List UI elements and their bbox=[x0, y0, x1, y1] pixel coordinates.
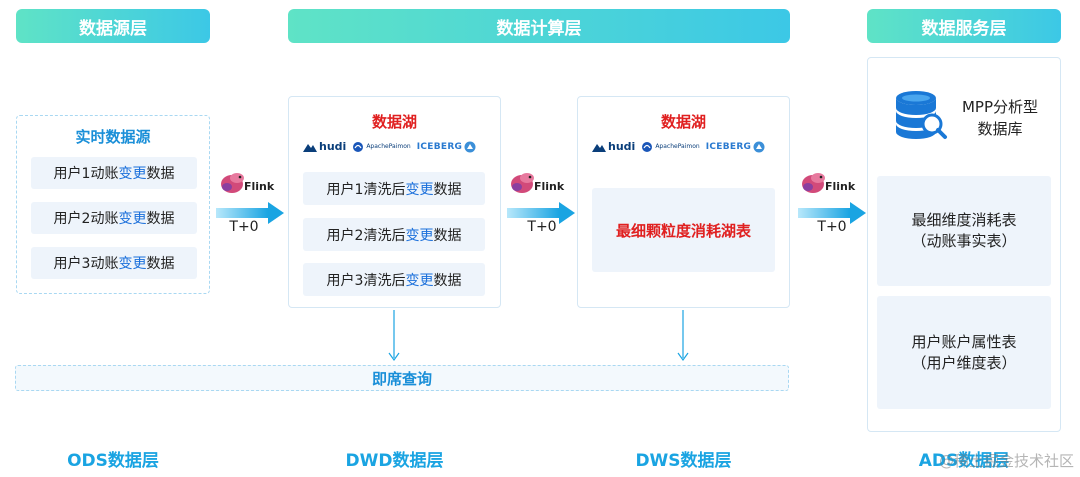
source-title: 实时数据源 bbox=[75, 128, 151, 146]
iceberg-label: ICEBERG bbox=[416, 141, 463, 152]
paimon-logo: ApachePaimon bbox=[352, 141, 411, 153]
dwd-logos: hudi ApachePaimon ICEBERG bbox=[303, 140, 476, 153]
header-source-layer: 数据源层 bbox=[16, 9, 210, 43]
flink-logo-2: Flink bbox=[508, 170, 564, 196]
ads-card1-line2: （动账事实表） bbox=[911, 232, 1017, 250]
database-search-icon bbox=[896, 91, 947, 139]
flink-label-2: Flink bbox=[534, 179, 565, 193]
arrow-label-2: T+0 bbox=[527, 219, 557, 235]
ads-card2-line2: （用户维度表） bbox=[911, 353, 1017, 372]
arrow-label-3: T+0 bbox=[817, 219, 847, 235]
ads-card1-line1: 最细维度消耗表 bbox=[911, 211, 1017, 229]
arrow-label-1: T+0 bbox=[229, 219, 259, 235]
paimon-icon bbox=[642, 141, 653, 152]
source-item-1-highlight: 变更 bbox=[118, 166, 147, 182]
layer-label-ads: ADS数据层 bbox=[918, 451, 1010, 471]
dws-table: 最细颗粒度消耗湖表 bbox=[592, 188, 775, 272]
flink-logo-3: Flink bbox=[799, 170, 855, 196]
paimon-label: ApachePaimon bbox=[366, 143, 411, 150]
squirrel-icon bbox=[511, 173, 534, 193]
dwd-item-1-prefix: 用户1清洗后 bbox=[326, 181, 406, 198]
hudi-label: hudi bbox=[319, 140, 347, 153]
dws-logos: hudi ApachePaimon ICEBERG bbox=[592, 140, 765, 153]
dwd-item-3-suffix: 数据 bbox=[433, 272, 462, 289]
arrow-right-icon-2 bbox=[507, 202, 575, 224]
source-item-3-suffix: 数据 bbox=[146, 256, 175, 272]
dwd-item-2-prefix: 用户2清洗后 bbox=[326, 227, 406, 244]
hudi-icon bbox=[592, 143, 606, 152]
iceberg-logo: ICEBERG bbox=[706, 141, 766, 153]
hudi-logo: hudi bbox=[303, 140, 346, 153]
paimon-label: ApachePaimon bbox=[655, 143, 700, 150]
source-item-1-prefix: 用户1动账 bbox=[53, 166, 119, 182]
squirrel-icon bbox=[221, 173, 244, 193]
flink-logo-1: Flink bbox=[218, 170, 274, 196]
arrow-down-icon-1 bbox=[388, 310, 400, 362]
iceberg-icon bbox=[464, 141, 476, 152]
mpp-db-line2: 数据库 bbox=[977, 120, 1023, 138]
hudi-icon bbox=[303, 143, 317, 152]
squirrel-icon bbox=[802, 173, 825, 193]
flink-label-1: Flink bbox=[244, 179, 275, 193]
ads-card2-line1: 用户账户属性表 bbox=[911, 332, 1017, 351]
flink-label-3: Flink bbox=[825, 179, 856, 193]
source-item-3: 用户3动账变更数据 bbox=[31, 247, 197, 279]
dwd-item-2: 用户2清洗后变更数据 bbox=[303, 218, 485, 251]
arrow-down-icon-2 bbox=[677, 310, 689, 362]
source-item-1: 用户1动账变更数据 bbox=[31, 157, 197, 189]
dwd-item-3-prefix: 用户3清洗后 bbox=[326, 272, 406, 289]
paimon-icon bbox=[353, 141, 364, 152]
ads-card-fact-table: 最细维度消耗表 （动账事实表） bbox=[877, 176, 1051, 286]
source-item-2-prefix: 用户2动账 bbox=[53, 211, 119, 227]
ad-hoc-query-bar: 即席查询 bbox=[15, 365, 789, 391]
iceberg-icon bbox=[753, 141, 765, 152]
ads-card-dim-table: 用户账户属性表 （用户维度表） bbox=[877, 296, 1051, 409]
mpp-db-line1: MPP分析型 bbox=[961, 98, 1039, 116]
source-item-3-highlight: 变更 bbox=[118, 256, 147, 272]
hudi-logo: hudi bbox=[592, 140, 635, 153]
source-item-2: 用户2动账变更数据 bbox=[31, 202, 197, 234]
source-item-1-suffix: 数据 bbox=[146, 166, 175, 182]
header-compute-layer: 数据计算层 bbox=[288, 9, 790, 43]
paimon-logo: ApachePaimon bbox=[641, 141, 700, 153]
iceberg-label: ICEBERG bbox=[705, 141, 752, 152]
header-service-layer: 数据服务层 bbox=[867, 9, 1061, 43]
dws-title: 数据湖 bbox=[660, 113, 706, 131]
arrow-right-icon-1 bbox=[216, 202, 284, 224]
source-item-2-highlight: 变更 bbox=[118, 211, 147, 227]
dwd-title: 数据湖 bbox=[371, 113, 417, 131]
iceberg-logo: ICEBERG bbox=[417, 141, 477, 153]
dwd-item-3-highlight: 变更 bbox=[405, 272, 434, 289]
hudi-label: hudi bbox=[608, 140, 636, 153]
dwd-item-3: 用户3清洗后变更数据 bbox=[303, 263, 485, 296]
arrow-right-icon-3 bbox=[798, 202, 866, 224]
dwd-item-1: 用户1清洗后变更数据 bbox=[303, 172, 485, 205]
source-item-3-prefix: 用户3动账 bbox=[53, 256, 119, 272]
mpp-database-label: MPP分析型 数据库 bbox=[950, 96, 1050, 140]
layer-label-dws: DWS数据层 bbox=[635, 451, 732, 471]
layer-label-dwd: DWD数据层 bbox=[345, 451, 444, 471]
dwd-item-1-suffix: 数据 bbox=[433, 181, 462, 198]
dwd-item-2-suffix: 数据 bbox=[433, 227, 462, 244]
layer-label-ods: ODS数据层 bbox=[67, 451, 159, 471]
watermark: @稀土掘金技术社区 bbox=[938, 452, 1074, 470]
dwd-item-1-highlight: 变更 bbox=[405, 181, 434, 198]
dwd-item-2-highlight: 变更 bbox=[405, 227, 434, 244]
source-item-2-suffix: 数据 bbox=[146, 211, 175, 227]
